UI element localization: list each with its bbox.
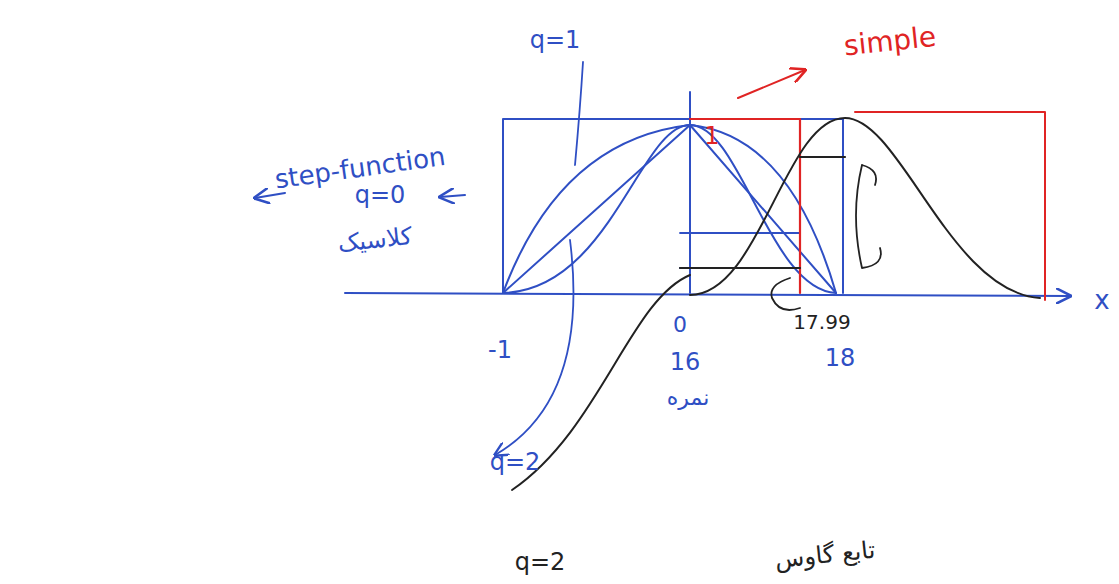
note: نمره: [667, 386, 710, 410]
tick-label: -1: [488, 337, 512, 363]
parameter-label: q=1: [530, 27, 581, 53]
x-axis: [345, 293, 1070, 296]
tick-label: 0: [673, 313, 687, 337]
parameter-label: q=0: [355, 182, 406, 208]
level-lines: [680, 157, 845, 268]
parameter-label: q=2: [515, 549, 566, 575]
bracket: [771, 278, 800, 310]
leader-line: [575, 62, 583, 165]
tick-label: 18: [825, 345, 856, 371]
gaussian-curve: [690, 118, 1040, 298]
simple-rect: [855, 112, 1045, 300]
bracket: [856, 165, 881, 268]
tick-label: 16: [670, 349, 701, 375]
arrow: [738, 70, 805, 98]
axis-label: x: [1094, 286, 1109, 315]
note: تابع گاوس: [774, 537, 877, 574]
arrow: [255, 193, 285, 198]
value-label: 1: [704, 123, 719, 149]
note: simple: [842, 22, 937, 62]
y-axis: [689, 92, 691, 293]
parameter-label: q=2: [490, 449, 541, 475]
arrow: [440, 195, 465, 197]
note: کلاسیک: [337, 223, 414, 257]
tick-label: 17.99: [793, 311, 850, 333]
